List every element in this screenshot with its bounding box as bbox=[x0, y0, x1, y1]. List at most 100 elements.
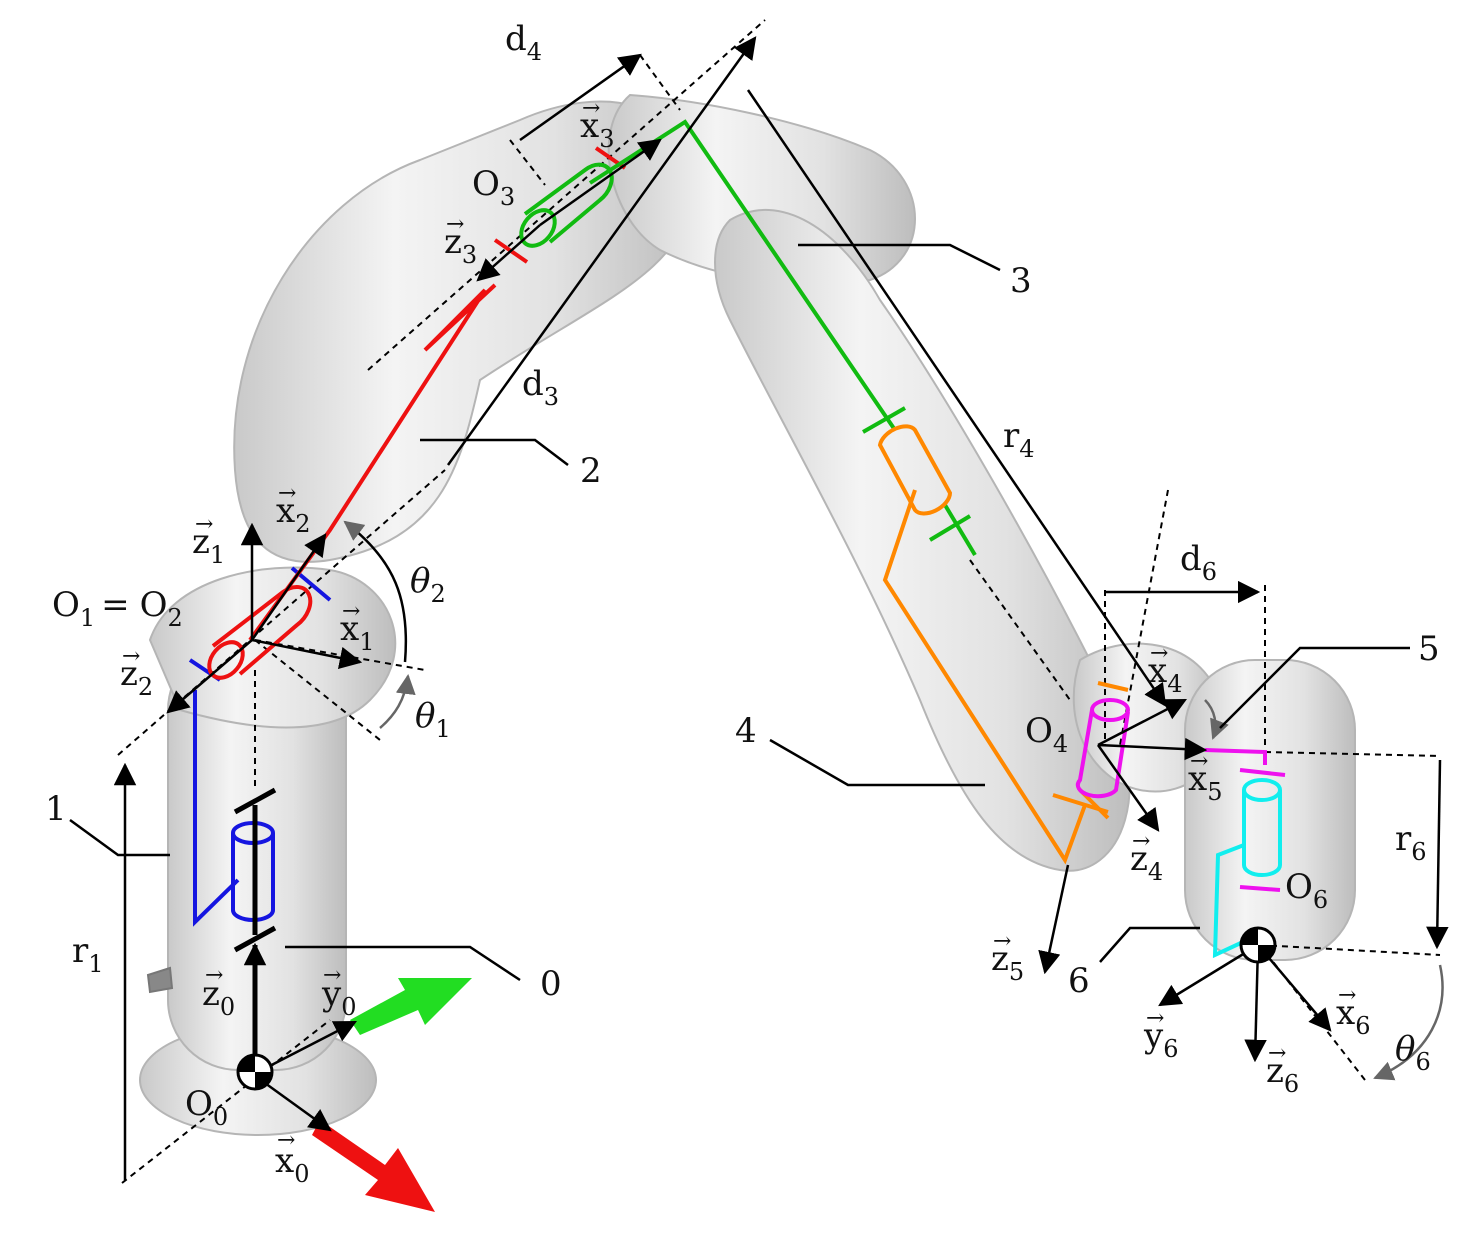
d4-ref-dash-1 bbox=[639, 54, 681, 111]
svg-text:→: → bbox=[278, 481, 296, 506]
origin-o0-marker bbox=[236, 1053, 274, 1091]
base-plane-line bbox=[121, 1019, 331, 1184]
label-link-4: 4 bbox=[735, 711, 757, 751]
leader-link-6 bbox=[1099, 926, 1200, 963]
label-link-2: 2 bbox=[580, 451, 602, 491]
svg-text:→: → bbox=[122, 644, 140, 669]
z6-arrow bbox=[1244, 944, 1267, 1063]
theta1-ref-dash bbox=[254, 639, 381, 741]
origin-o6-marker bbox=[1239, 926, 1277, 964]
base-3d-axes bbox=[312, 978, 472, 1212]
vector-z6: →z6 bbox=[1266, 1041, 1299, 1098]
svg-text:x5: x5 bbox=[1188, 759, 1222, 806]
label-d3: d3 bbox=[522, 364, 559, 411]
svg-text:x0: x0 bbox=[275, 1141, 309, 1188]
label-r4: r4 bbox=[1003, 416, 1035, 463]
label-theta1: θ1 bbox=[415, 696, 451, 743]
leader-link-5 bbox=[1219, 646, 1410, 729]
joint-6-link bbox=[1212, 843, 1259, 959]
vector-x6: →x6 bbox=[1336, 983, 1370, 1040]
label-link-5: 5 bbox=[1418, 629, 1440, 669]
svg-text:y0: y0 bbox=[321, 974, 357, 1021]
link-3-body bbox=[607, 93, 916, 285]
vector-x4: →x4 bbox=[1148, 641, 1182, 698]
y0-3d-arrow bbox=[350, 978, 472, 1035]
label-link-6: 6 bbox=[1068, 961, 1090, 1001]
svg-text:x1: x1 bbox=[340, 609, 374, 656]
joint4-axis-dash bbox=[969, 559, 1071, 701]
theta5-arc bbox=[1204, 699, 1229, 740]
joint3-axis-dash bbox=[367, 19, 766, 371]
svg-text:→: → bbox=[1190, 749, 1208, 774]
y0-arrow bbox=[257, 1020, 357, 1074]
vector-z3: →z3 bbox=[444, 212, 477, 269]
x3-arrow bbox=[539, 138, 662, 227]
leader-link-3 bbox=[798, 243, 1001, 272]
base-tick-2 bbox=[233, 787, 277, 815]
r6-bottom-dash bbox=[1259, 944, 1441, 956]
x2-arrow bbox=[250, 533, 327, 641]
origin-markers bbox=[236, 926, 1277, 1091]
x0-3d-arrow bbox=[312, 1120, 435, 1212]
joint-3-tick bbox=[862, 406, 906, 434]
svg-text:z3: z3 bbox=[444, 222, 477, 269]
r6-top-dash bbox=[1264, 751, 1441, 757]
svg-text:z4: z4 bbox=[1130, 839, 1163, 886]
svg-text:→: → bbox=[1338, 983, 1356, 1008]
joint-4-tick-3 bbox=[1052, 793, 1109, 814]
theta2-arc bbox=[343, 520, 408, 663]
joint-1-link bbox=[193, 690, 240, 927]
joint-3-link-2 bbox=[943, 503, 977, 557]
svg-text:→: → bbox=[277, 1128, 295, 1153]
base-cable bbox=[146, 966, 174, 994]
vector-y0: →y0 bbox=[321, 963, 357, 1021]
x6-arrow bbox=[1257, 944, 1332, 1032]
d4-arrow bbox=[519, 53, 642, 142]
joint-3-chain bbox=[519, 119, 977, 557]
vector-x0: →x0 bbox=[275, 1128, 309, 1188]
label-r6: r6 bbox=[1395, 819, 1427, 866]
label-link-0: 0 bbox=[540, 964, 562, 1004]
link-4-body bbox=[714, 209, 1131, 872]
label-link-1: 1 bbox=[45, 789, 67, 829]
svg-text:→: → bbox=[993, 929, 1011, 954]
label-O4: O4 bbox=[1025, 711, 1068, 758]
z2-arrow bbox=[166, 639, 253, 714]
vector-x1: →x1 bbox=[340, 599, 374, 656]
text-labels: O0 O1=O2 O3 O4 O6 →x0 →y0 →z0 →z1 →x1 →x… bbox=[45, 19, 1440, 1188]
joint-5-tick-2 bbox=[1239, 885, 1281, 892]
x4-arrow bbox=[1097, 698, 1187, 747]
vector-x5: →x5 bbox=[1188, 749, 1222, 806]
leader-link-2 bbox=[420, 438, 569, 466]
svg-text:x2: x2 bbox=[276, 491, 310, 538]
axis-arrows bbox=[113, 36, 1449, 1180]
joint-5-tick bbox=[1239, 768, 1286, 777]
vector-y6: →y6 bbox=[1143, 1006, 1179, 1063]
svg-text:z6: z6 bbox=[1266, 1051, 1299, 1098]
z4-arrow bbox=[1096, 744, 1160, 832]
joint-6-chain bbox=[1212, 778, 1282, 959]
vector-z1: →z1 bbox=[192, 512, 225, 569]
svg-text:→: → bbox=[195, 512, 213, 537]
theta1-arc bbox=[379, 674, 416, 729]
joint-4-link bbox=[882, 489, 1087, 865]
r6-arrow bbox=[1426, 759, 1449, 950]
svg-text:→: → bbox=[446, 212, 464, 237]
svg-text:→: → bbox=[1150, 641, 1168, 666]
svg-text:→: → bbox=[323, 963, 341, 988]
label-theta2: θ2 bbox=[410, 561, 446, 608]
svg-text:y6: y6 bbox=[1143, 1016, 1179, 1063]
svg-text:z1: z1 bbox=[192, 522, 225, 569]
svg-text:→: → bbox=[1146, 1006, 1164, 1031]
leader-link-0 bbox=[285, 945, 521, 982]
svg-text:z5: z5 bbox=[991, 939, 1024, 986]
vector-x3: →x3 bbox=[580, 96, 614, 153]
svg-text:z2: z2 bbox=[120, 654, 153, 701]
y6-arrow bbox=[1158, 943, 1259, 1007]
label-O6: O6 bbox=[1285, 867, 1328, 914]
vector-z5: →z5 bbox=[991, 929, 1024, 986]
z3-arrow bbox=[476, 224, 541, 282]
vector-z0: →z0 bbox=[202, 963, 235, 1021]
joint-3-cylinder-end bbox=[519, 208, 557, 248]
svg-text:→: → bbox=[205, 963, 223, 988]
